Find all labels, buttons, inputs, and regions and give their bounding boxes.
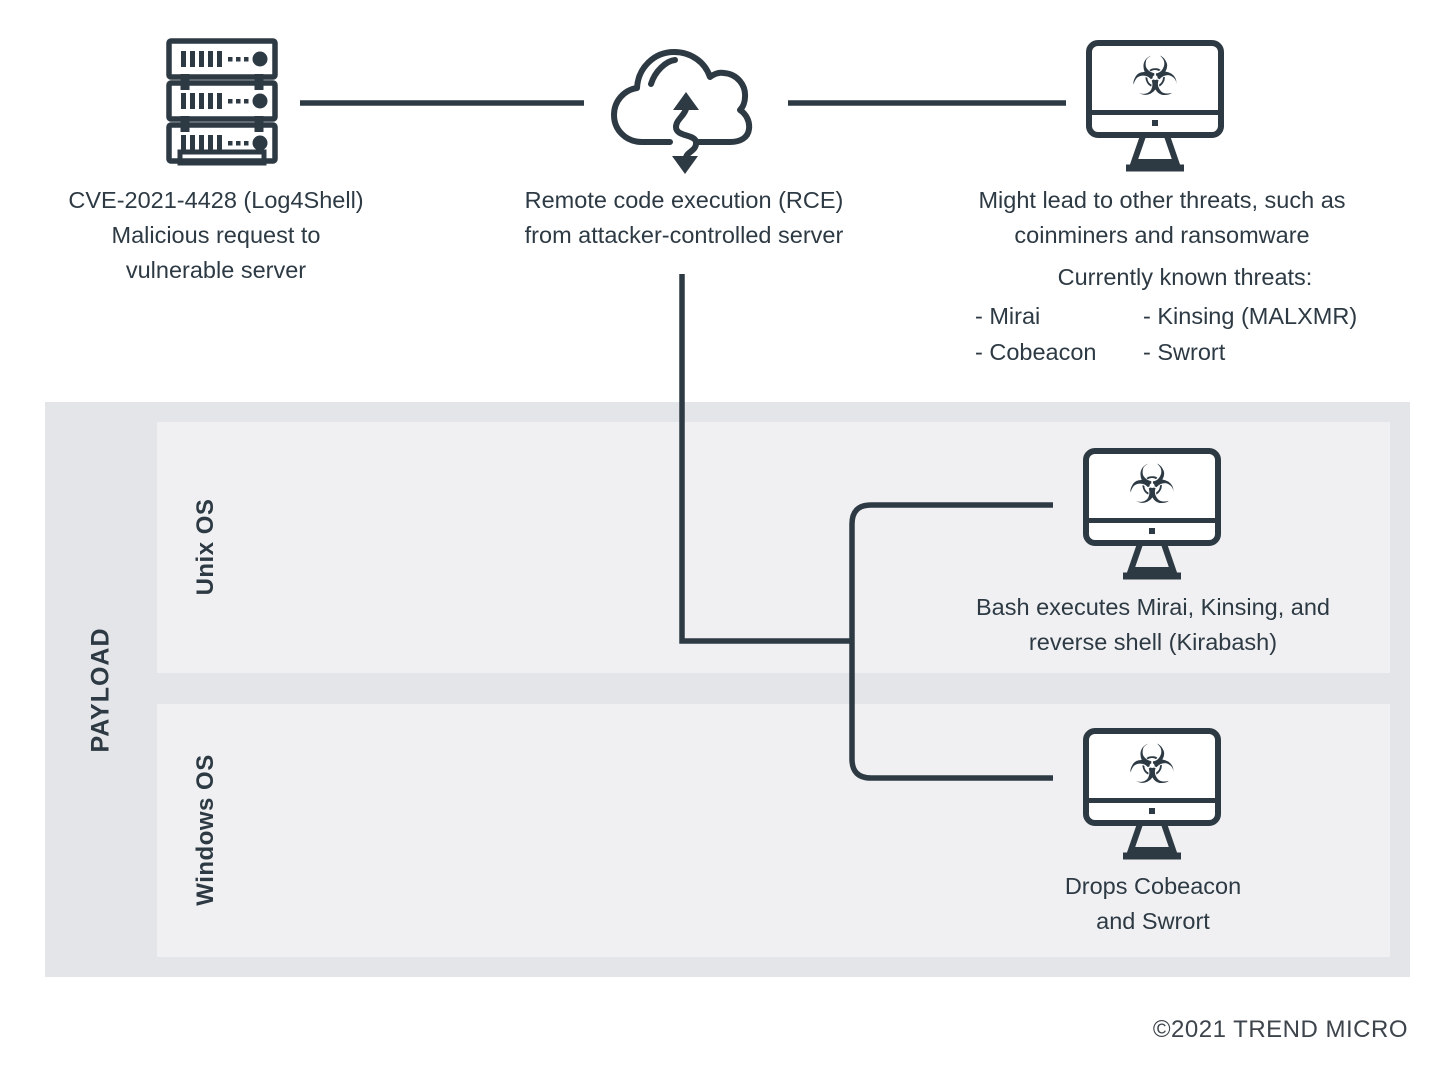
- threat-list-column-1: - Mirai - Cobeacon: [975, 298, 1097, 370]
- monitor-bezel: [1089, 518, 1215, 523]
- caption-line: Drops Cobeacon: [1064, 873, 1242, 899]
- monitor-stand: [1123, 823, 1181, 860]
- threats-title: Currently known threats:: [1057, 264, 1313, 290]
- caption-line: from attacker-controlled server: [524, 222, 844, 248]
- monitor-screen: ☣: [1083, 728, 1221, 826]
- threat-list-column-2: - Kinsing (MALXMR) - Swrort: [1143, 298, 1357, 370]
- threat-item: - Kinsing (MALXMR): [1143, 303, 1358, 329]
- threat-item: - Cobeacon: [975, 339, 1097, 365]
- biohazard-icon: ☣: [1127, 453, 1177, 516]
- caption-line: Remote code execution (RCE): [524, 187, 844, 213]
- windows-infected-monitor-icon: ☣: [1083, 728, 1221, 862]
- threat-item: - Swrort: [1143, 339, 1226, 365]
- caption-line: vulnerable server: [125, 257, 307, 283]
- monitor-dot: [1149, 808, 1155, 814]
- server-stack-icon: [166, 38, 278, 166]
- caption-line: coinminers and ransomware: [1014, 222, 1310, 248]
- caption-line: CVE-2021-4428 (Log4Shell): [68, 187, 364, 213]
- caption-line: reverse shell (Kirabash): [1028, 629, 1278, 655]
- server-caption: CVE-2021-4428 (Log4Shell) Malicious requ…: [6, 183, 426, 288]
- caption-line: Malicious request to: [111, 222, 321, 248]
- cloud-caption: Remote code execution (RCE) from attacke…: [434, 183, 934, 253]
- monitor-stand: [1123, 543, 1181, 580]
- monitor-dot: [1149, 528, 1155, 534]
- monitor-bezel: [1092, 110, 1218, 115]
- monitor-screen: ☣: [1083, 448, 1221, 546]
- monitor-screen: ☣: [1086, 40, 1224, 138]
- unix-infected-monitor-icon: ☣: [1083, 448, 1221, 582]
- threat-caption: Might lead to other threats, such as coi…: [912, 183, 1412, 253]
- monitor-bezel: [1089, 798, 1215, 803]
- biohazard-icon: ☣: [1130, 45, 1180, 108]
- caption-line: Might lead to other threats, such as: [978, 187, 1346, 213]
- monitor-dot: [1152, 120, 1158, 126]
- unix-payload-caption: Bash executes Mirai, Kinsing, and revers…: [903, 590, 1403, 660]
- biohazard-icon: ☣: [1127, 733, 1177, 796]
- cloud-exchange-icon: [611, 49, 753, 174]
- infected-monitor-icon: ☣: [1086, 40, 1224, 174]
- monitor-stand: [1126, 135, 1184, 172]
- caption-line: Bash executes Mirai, Kinsing, and: [976, 594, 1330, 620]
- caption-line: and Swrort: [1096, 908, 1210, 934]
- windows-payload-caption: Drops Cobeacon and Swrort: [903, 869, 1403, 939]
- threat-item: - Mirai: [975, 303, 1041, 329]
- copyright-text: ©2021 TREND MICRO: [1152, 1016, 1408, 1043]
